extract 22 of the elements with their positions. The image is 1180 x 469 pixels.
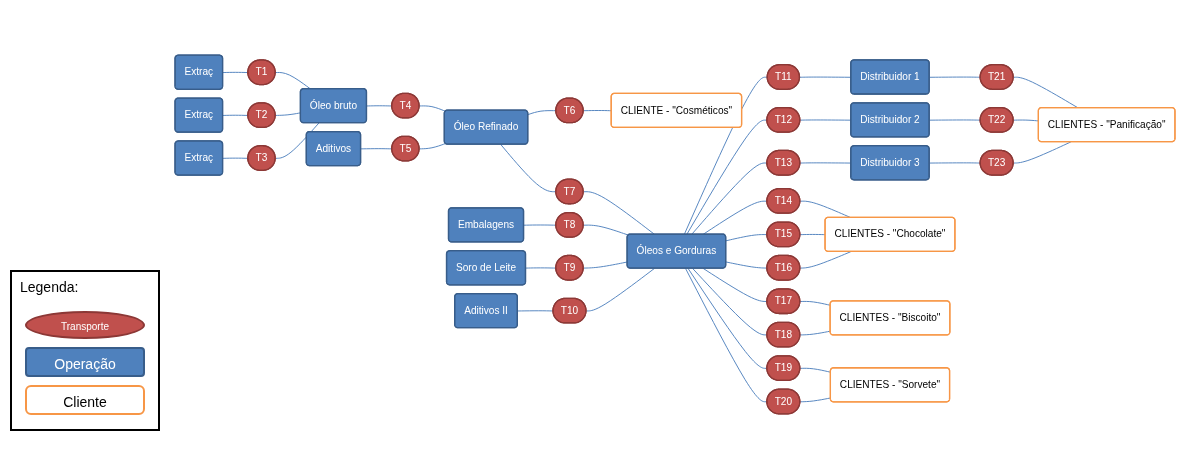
- connector: [275, 72, 311, 90]
- connector: [418, 143, 446, 150]
- connector: [418, 105, 446, 112]
- connector: [583, 110, 612, 112]
- legend-client-box: Cliente: [25, 385, 145, 415]
- connector: [929, 76, 981, 78]
- connector: [799, 251, 852, 269]
- legend-title: Legenda:: [20, 279, 79, 295]
- connector: [799, 300, 831, 306]
- connector: [583, 191, 655, 235]
- connector: [275, 122, 320, 159]
- legend-operation-box: Operação: [25, 347, 145, 377]
- connector: [929, 162, 981, 164]
- connector: [517, 310, 554, 312]
- connector: [683, 76, 768, 235]
- connector: [799, 233, 826, 236]
- connector: [585, 267, 655, 312]
- legend-transport-ellipse: Transporte: [25, 311, 145, 339]
- connector: [799, 330, 831, 336]
- connector: [929, 119, 981, 121]
- connector: [583, 261, 628, 269]
- connector: [583, 224, 629, 236]
